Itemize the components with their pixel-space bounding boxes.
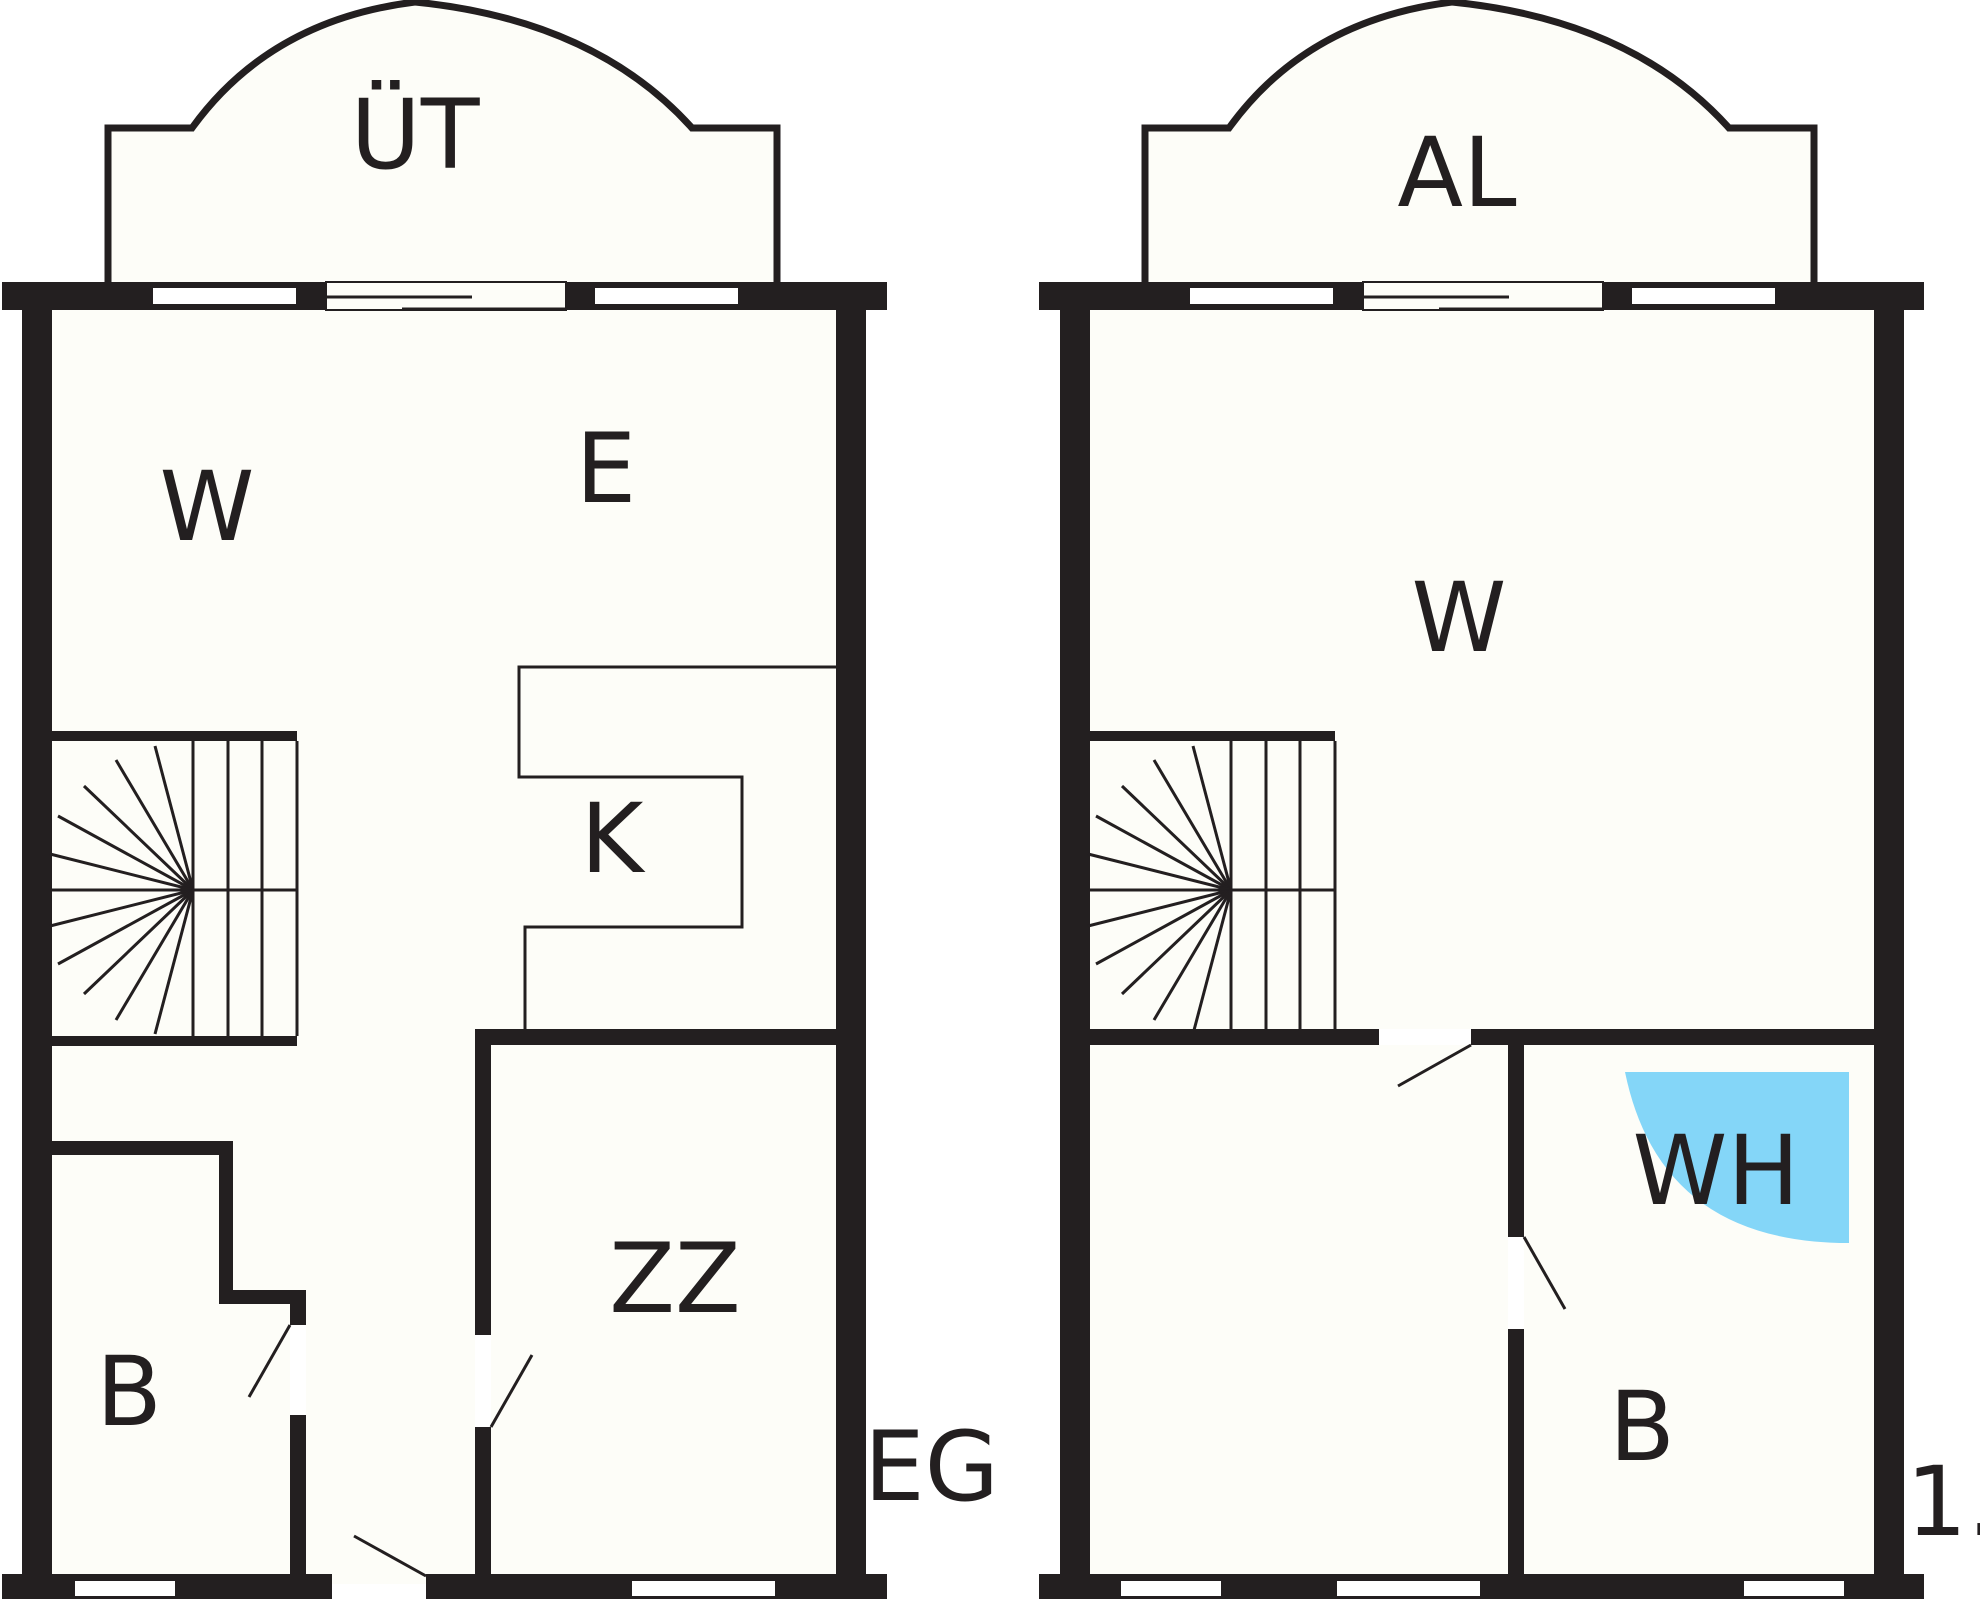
ground-left-wall bbox=[22, 282, 52, 1599]
ground-window-bottom-left bbox=[75, 1581, 175, 1596]
ground-window-bottom-right bbox=[632, 1581, 775, 1596]
upper-window-bottom-3 bbox=[1744, 1581, 1844, 1596]
balcony-outline bbox=[1141, 0, 1818, 284]
room-label-upper-bath: B bbox=[1609, 1371, 1675, 1483]
room-label-upper-living: W bbox=[1412, 562, 1507, 674]
room-label-zz: ZZ bbox=[609, 1223, 741, 1335]
bath-wall-top bbox=[37, 1141, 233, 1155]
upper-window-bottom-2 bbox=[1337, 1581, 1480, 1596]
upper-window-top-left bbox=[1190, 288, 1333, 304]
room-label-kitchen: K bbox=[581, 783, 646, 895]
zz-wall-top bbox=[475, 1029, 838, 1045]
ground-window-top-right bbox=[595, 288, 738, 304]
ground-floor-area bbox=[37, 296, 843, 1584]
bath-wall-notch-bottom bbox=[219, 1290, 306, 1304]
room-label-balcony: AL bbox=[1397, 117, 1516, 229]
upper-bath-door-opening bbox=[1508, 1237, 1524, 1329]
ground-stair-top-wall bbox=[37, 731, 297, 741]
upper-landing-door-opening bbox=[1379, 1029, 1471, 1045]
level-label-ground: EG bbox=[864, 1411, 999, 1523]
room-label-terrace: ÜT bbox=[351, 79, 480, 191]
shower-area bbox=[1625, 1072, 1849, 1243]
ground-window-top-left bbox=[153, 288, 296, 304]
entrance-door-swing bbox=[353, 1534, 427, 1578]
zz-door-swing bbox=[489, 1354, 534, 1428]
upper-right-wall bbox=[1874, 282, 1904, 1599]
room-label-dining: E bbox=[576, 413, 637, 525]
upper-floor-area bbox=[1075, 296, 1885, 1584]
kitchen-counter bbox=[517, 665, 838, 1036]
terrace-outline bbox=[104, 0, 781, 284]
ground-stair-bottom-wall bbox=[37, 1036, 297, 1046]
ground-floor-plan: ÜT W E K B ZZ EG bbox=[2, 0, 999, 1599]
room-label-bath: B bbox=[96, 1336, 162, 1448]
room-label-shower: WH bbox=[1632, 1115, 1799, 1227]
upper-stair-top-wall bbox=[1075, 731, 1335, 741]
zz-wall-left bbox=[475, 1029, 491, 1589]
bath-wall-notch bbox=[219, 1141, 233, 1303]
upper-window-bottom-1 bbox=[1121, 1581, 1221, 1596]
upper-window-top-right bbox=[1632, 288, 1775, 304]
upper-bath-door-swing bbox=[1522, 1236, 1567, 1310]
bath-door-swing bbox=[247, 1324, 292, 1398]
upper-left-wall bbox=[1060, 282, 1090, 1599]
ground-right-wall bbox=[836, 282, 866, 1599]
zz-door-opening bbox=[475, 1335, 491, 1427]
upper-floor-plan: AL W WH B 1. bbox=[1039, 0, 1980, 1599]
upper-staircase bbox=[1087, 741, 1337, 1036]
upper-landing-door-swing bbox=[1397, 1043, 1472, 1088]
upper-partition-horizontal bbox=[1075, 1029, 1885, 1045]
room-label-living: W bbox=[160, 451, 255, 563]
level-label-upper: 1. bbox=[1906, 1446, 1980, 1558]
ground-staircase bbox=[49, 741, 299, 1036]
bath-door-opening bbox=[290, 1325, 306, 1415]
